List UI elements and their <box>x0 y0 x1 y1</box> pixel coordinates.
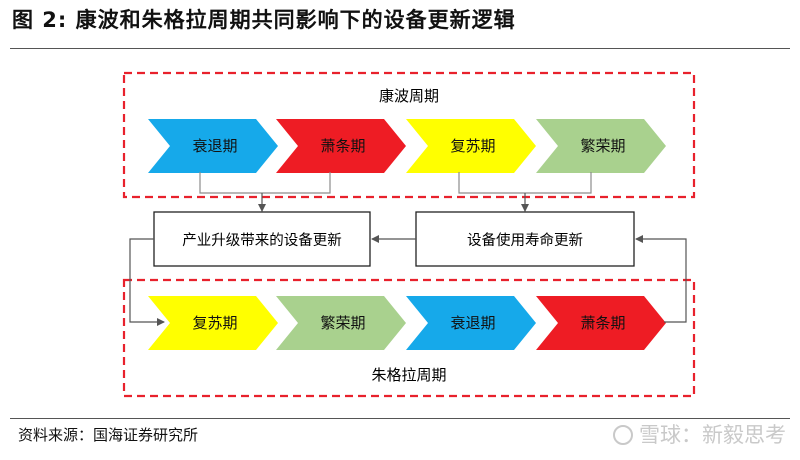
watermark-text: 雪球：新毅思考 <box>639 423 786 447</box>
top-divider <box>10 48 790 49</box>
juglar-label: 朱格拉周期 <box>371 366 446 384</box>
juglar-chevron-label-4: 萧条期 <box>580 314 625 332</box>
kondratiev-chevron-4 <box>536 119 666 173</box>
industry-upgrade-text: 产业升级带来的设备更新 <box>182 232 342 249</box>
juglar-chevron-3 <box>406 296 536 350</box>
juglar-chevron-label-3: 衰退期 <box>450 314 495 332</box>
juglar-group-border <box>122 278 696 398</box>
kondratiev-group-border <box>122 71 696 199</box>
juglar-phases: 复苏期 繁荣期 衰退期 萧条期 <box>148 296 666 350</box>
kondratiev-chevron-label-1: 衰退期 <box>192 137 237 155</box>
kondratiev-chevron-label-4: 繁荣期 <box>580 137 625 155</box>
kondratiev-chevron-3 <box>406 119 536 173</box>
connector-bracket-recovery-boom <box>458 172 592 194</box>
watermark: 雪球：新毅思考 <box>613 419 786 449</box>
juglar-chevron-2 <box>276 296 406 350</box>
snowball-logo-icon <box>613 425 633 445</box>
juglar-chevron-1 <box>148 296 278 350</box>
kondratiev-chevron-label-3: 复苏期 <box>450 137 495 155</box>
kondratiev-phases: 衰退期 萧条期 复苏期 繁荣期 <box>148 119 666 173</box>
juglar-chevron-label-1: 复苏期 <box>192 314 237 332</box>
lifespan-renewal-text: 设备使用寿命更新 <box>467 231 583 249</box>
arrow-industry-to-juglar-recovery <box>129 238 165 326</box>
bottom-divider <box>10 418 790 419</box>
juglar-chevron-4 <box>536 296 666 350</box>
source-note: 资料来源：国海证券研究所 <box>18 426 199 444</box>
kondratiev-label: 康波周期 <box>379 87 439 105</box>
lifespan-renewal-box <box>415 211 635 267</box>
connector-bracket-decline-depression <box>199 172 331 194</box>
kondratiev-chevron-2 <box>276 119 406 173</box>
juglar-chevron-label-2: 繁荣期 <box>320 314 365 332</box>
industry-upgrade-box <box>153 211 371 267</box>
arrow-juglar-depression-to-lifespan <box>635 235 687 323</box>
kondratiev-chevron-1 <box>148 119 278 173</box>
kondratiev-chevron-label-2: 萧条期 <box>320 137 365 155</box>
figure-title: 图 2: 康波和朱格拉周期共同影响下的设备更新逻辑 <box>12 8 516 32</box>
